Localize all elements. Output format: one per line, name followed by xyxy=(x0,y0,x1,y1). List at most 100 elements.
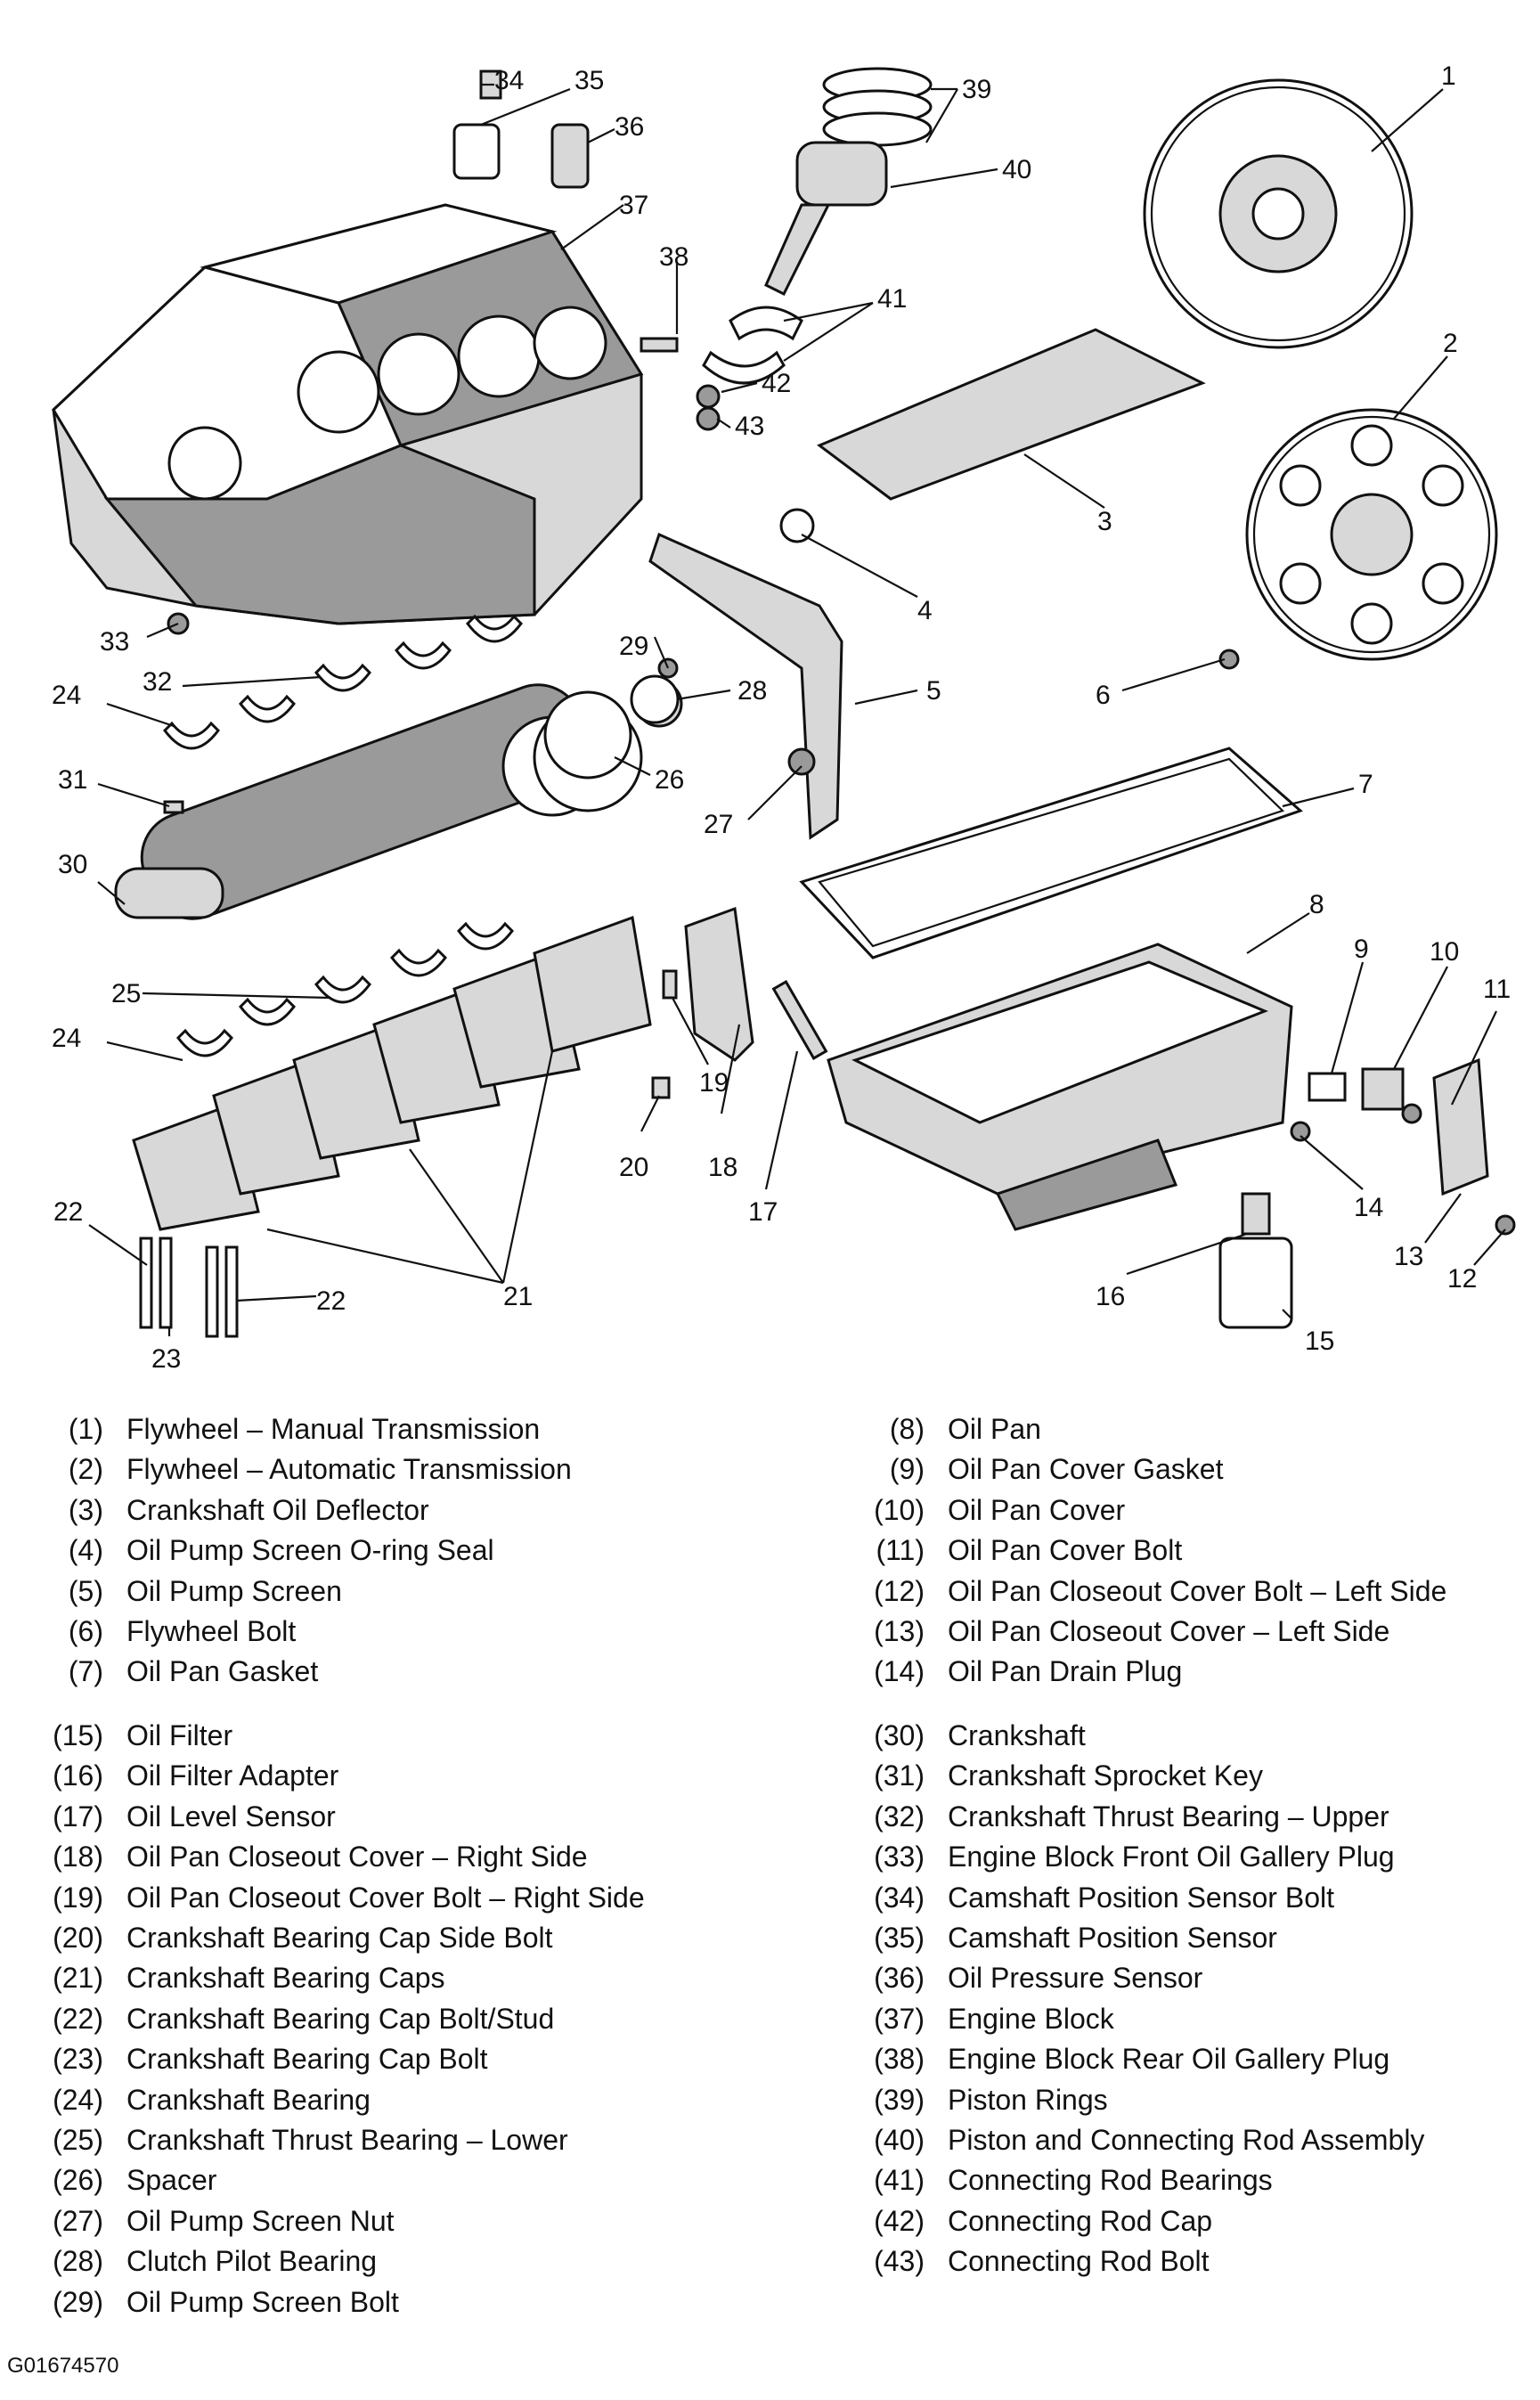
callout-35: 35 xyxy=(574,66,604,95)
legend-item-number: (3) xyxy=(68,1493,103,1526)
legend-item-number: (10) xyxy=(874,1493,925,1526)
exploded-engine-diagram: 1 2 3 4 5 6 7 8 9 10 11 12 13 14 15 16 1… xyxy=(52,61,1516,1374)
figure-id: G01674570 xyxy=(7,2354,119,2378)
pilot-bearing-illustration xyxy=(630,674,680,724)
callout-8: 8 xyxy=(1309,890,1324,919)
callout-19: 19 xyxy=(699,1068,729,1098)
oil-pan-gasket-illustration xyxy=(799,747,1303,959)
legend-item-label: Oil Pressure Sensor xyxy=(948,1962,1203,1995)
legend-item-number: (23) xyxy=(53,2043,103,2076)
callout-32: 32 xyxy=(143,667,172,697)
legend-item-label: Camshaft Position Sensor Bolt xyxy=(948,1881,1334,1914)
legend-item: (31)Crankshaft Sprocket Key xyxy=(866,1756,1424,1796)
callout-34: 34 xyxy=(494,66,524,95)
callout-22-left: 22 xyxy=(53,1197,83,1227)
oil-level-sensor-illustration xyxy=(771,979,828,1061)
legend-item-number: (35) xyxy=(874,1922,925,1955)
legend-item: (27)Oil Pump Screen Nut xyxy=(45,2201,645,2241)
callout-16: 16 xyxy=(1096,1282,1125,1311)
legend-item-label: Oil Pan Drain Plug xyxy=(948,1655,1183,1688)
legend-column-1: (1)Flywheel – Manual Transmission(2)Flyw… xyxy=(55,1409,572,1693)
oil-pan-illustration xyxy=(827,943,1293,1231)
legend-item-label: Oil Pump Screen xyxy=(126,1574,342,1607)
legend-item-label: Oil Pan Closeout Cover Bolt – Left Side xyxy=(948,1574,1447,1607)
legend-item-number: (4) xyxy=(68,1534,103,1567)
legend-item-number: (31) xyxy=(874,1759,925,1792)
legend-item-label: Engine Block xyxy=(948,2002,1114,2035)
legend-item: (14)Oil Pan Drain Plug xyxy=(866,1652,1446,1692)
legend-item-number: (5) xyxy=(68,1574,103,1607)
legend-item-number: (18) xyxy=(53,1841,103,1873)
legend-item: (9)Oil Pan Cover Gasket xyxy=(866,1449,1446,1490)
legend-item: (21) Crankshaft Bearing Caps xyxy=(45,1958,645,1998)
callout-2: 2 xyxy=(1443,329,1458,358)
callout-6: 6 xyxy=(1096,681,1111,710)
callout-21: 21 xyxy=(503,1282,533,1311)
legend-item: (3) Crankshaft Oil Deflector xyxy=(55,1490,572,1531)
legend-item-number: (38) xyxy=(874,2043,925,2076)
legend-item: (2)Flywheel – Automatic Transmission xyxy=(55,1449,572,1490)
callout-24-lower: 24 xyxy=(52,1024,81,1053)
legend-item-number: (11) xyxy=(876,1534,925,1567)
legend-item: (12) Oil Pan Closeout Cover Bolt – Left S… xyxy=(866,1571,1446,1612)
legend-item-label: Crankshaft Bearing Caps xyxy=(126,1962,445,1995)
legend-item: (20)Crankshaft Bearing Cap Side Bolt xyxy=(45,1918,645,1958)
callout-4: 4 xyxy=(917,596,933,625)
legend-item-label: Camshaft Position Sensor xyxy=(948,1922,1277,1955)
legend-item: (28)Clutch Pilot Bearing xyxy=(45,2241,645,2282)
callout-15: 15 xyxy=(1305,1327,1334,1356)
callout-18: 18 xyxy=(708,1153,737,1182)
legend-item-label: Crankshaft Thrust Bearing – Lower xyxy=(126,2124,568,2157)
legend-item: (6)Flywheel Bolt xyxy=(55,1612,572,1652)
legend-item-number: (42) xyxy=(874,2204,925,2237)
callout-20: 20 xyxy=(619,1153,648,1182)
legend-item-number: (15) xyxy=(53,1719,103,1751)
legend-item: (15)Oil Filter xyxy=(45,1716,645,1756)
legend-item-label: Oil Pan Closeout Cover – Right Side xyxy=(126,1841,588,1873)
callout-27: 27 xyxy=(704,810,733,839)
legend-item-number: (20) xyxy=(53,1922,103,1955)
legend-item-number: (36) xyxy=(874,1962,925,1995)
callout-12: 12 xyxy=(1447,1264,1477,1294)
legend-item-number: (26) xyxy=(53,2164,103,2197)
spacer-illustration xyxy=(543,690,632,780)
legend-item: (7)Oil Pan Gasket xyxy=(55,1652,572,1692)
legend-item-label: Crankshaft Thrust Bearing – Upper xyxy=(948,1800,1389,1833)
legend-item: (42)Connecting Rod Cap xyxy=(866,2201,1424,2241)
legend-item-number: (19) xyxy=(53,1881,103,1914)
legend-item: (5) Oil Pump Screen xyxy=(55,1571,572,1612)
legend-item-label: Crankshaft Bearing Cap Bolt xyxy=(126,2043,488,2076)
legend-item-label: Oil Pan Closeout Cover – Left Side xyxy=(948,1615,1390,1648)
legend-item: (24)Crankshaft Bearing xyxy=(45,2080,645,2120)
legend-item-label: Connecting Rod Bearings xyxy=(948,2164,1273,2197)
callout-13: 13 xyxy=(1394,1242,1423,1271)
legend-item-label: Oil Pan Cover Bolt xyxy=(948,1534,1183,1567)
legend-item-number: (21) xyxy=(53,1962,103,1995)
callout-25: 25 xyxy=(111,979,141,1008)
callout-36: 36 xyxy=(615,112,644,142)
legend-item-number: (28) xyxy=(53,2245,103,2278)
legend-item-number: (34) xyxy=(874,1881,925,1914)
legend-item-label: Crankshaft Oil Deflector xyxy=(126,1493,429,1526)
callout-37: 37 xyxy=(619,191,648,220)
legend-item-label: Engine Block Rear Oil Gallery Plug xyxy=(948,2043,1390,2076)
legend-item-number: (6) xyxy=(68,1615,103,1648)
legend-item-number: (12) xyxy=(874,1574,925,1607)
callout-38: 38 xyxy=(659,242,689,272)
o-ring-illustration xyxy=(779,508,815,543)
legend-item-number: (22) xyxy=(53,2002,103,2035)
legend-item-number: (17) xyxy=(53,1800,103,1833)
legend-item-number: (41) xyxy=(874,2164,925,2197)
callout-29: 29 xyxy=(619,632,648,661)
legend-item-number: (37) xyxy=(874,2002,925,2035)
legend-item-number: (40) xyxy=(874,2124,925,2157)
callout-11: 11 xyxy=(1483,975,1511,1004)
callout-23: 23 xyxy=(151,1344,181,1374)
legend-column-3: (15)Oil Filter(16)Oil Filter Adapter(17)… xyxy=(45,1716,645,2322)
legend-item-label: Crankshaft xyxy=(948,1719,1086,1751)
legend-item-label: Oil Pump Screen O-ring Seal xyxy=(126,1534,494,1567)
legend-item-label: Spacer xyxy=(126,2164,217,2197)
legend-item-number: (43) xyxy=(874,2245,925,2278)
closeout-cover-right-illustration xyxy=(684,906,754,1062)
legend-item-label: Flywheel – Manual Transmission xyxy=(126,1413,541,1445)
